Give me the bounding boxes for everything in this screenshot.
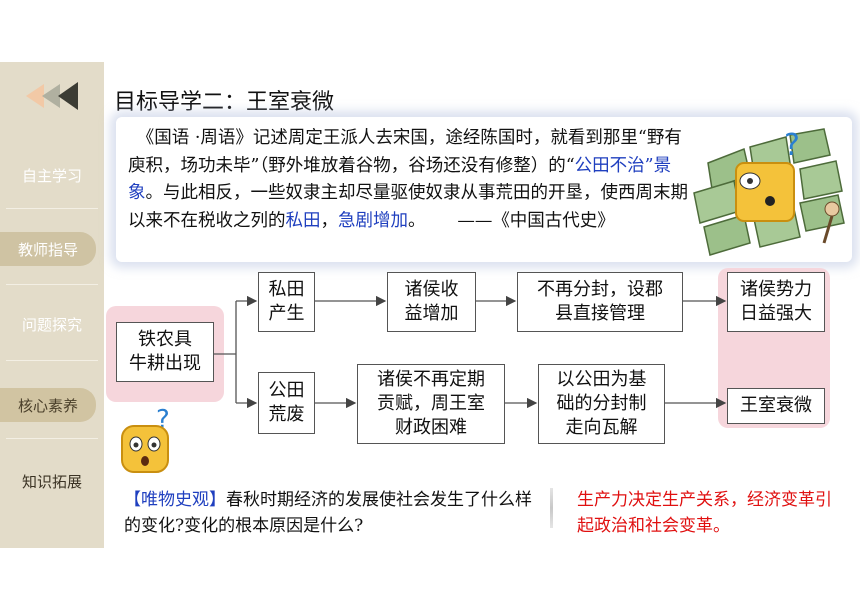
node-enfeoffment: 以公田为基 础的分封制 走向瓦解 bbox=[538, 364, 665, 444]
page-title: 目标导学二：王室衰微 bbox=[114, 90, 335, 115]
node-lords-revenue: 诸侯收 益增加 bbox=[387, 272, 476, 332]
question-body: 春秋时期经济的发展使社会发生了什么样的变化?变化的根本原因是什么? bbox=[124, 490, 532, 536]
node-lords-stronger: 诸侯势力 日益强大 bbox=[727, 272, 825, 332]
rewind-icon[interactable] bbox=[22, 76, 84, 116]
quote-part: ， bbox=[320, 210, 339, 231]
node-royal-finance: 诸侯不再定期 贡赋，周王室 财政困难 bbox=[357, 364, 505, 444]
thinking-face-icon: ? bbox=[121, 405, 170, 473]
nav-divider bbox=[6, 284, 98, 285]
answer-text: 生产力决定生产关系，经济变革引起政治和社会变革。 bbox=[577, 490, 832, 536]
svg-text:?: ? bbox=[784, 128, 800, 163]
nav-item-inquiry[interactable]: 问题探究 bbox=[0, 307, 104, 341]
nav-label: 核心素养 bbox=[17, 396, 78, 415]
node-public-fields: 公田 荒废 bbox=[258, 372, 315, 434]
question-text: 【唯物史观】春秋时期经济的发展使社会发生了什么样的变化?变化的根本原因是什么? bbox=[124, 487, 544, 539]
quote-part: 《国语 ·周语》记述周定王派人去宋国，途经陈国时，就看到那里“野有庾积，场功未毕… bbox=[128, 128, 682, 176]
quote-highlight: 急剧增加 bbox=[338, 210, 408, 231]
nav-label: 自主学习 bbox=[21, 166, 82, 185]
node-prefecture: 不再分封，设郡 县直接管理 bbox=[517, 272, 683, 332]
nav-divider bbox=[6, 438, 98, 439]
nav-divider bbox=[6, 208, 98, 209]
nav-item-self-study[interactable]: 自主学习 bbox=[0, 158, 104, 192]
node-royal-decline: 王室衰微 bbox=[727, 388, 825, 424]
quote-part: 。 ——《中国古代史》 bbox=[408, 210, 615, 231]
quote-highlight: 公田不治”景象 bbox=[128, 155, 672, 204]
nav-item-extension[interactable]: 知识拓展 bbox=[0, 464, 104, 498]
nav-item-core-literacy[interactable]: 核心素养 bbox=[0, 388, 96, 422]
quote-text: 《国语 ·周语》记述周定王派人去宋国，途经陈国时，就看到那里“野有庾积，场功未毕… bbox=[128, 125, 688, 235]
divider bbox=[550, 488, 553, 528]
question-tag: 【唯物史观】 bbox=[124, 490, 226, 510]
nav-label: 问题探究 bbox=[21, 315, 82, 334]
sidebar: 自主学习 教师指导 问题探究 核心素养 知识拓展 bbox=[0, 62, 104, 548]
nav-divider bbox=[6, 360, 98, 361]
nav-label: 教师指导 bbox=[17, 240, 78, 259]
node-private-fields: 私田 产生 bbox=[258, 272, 315, 332]
quote-part: 。与此相反，一些奴隶主却尽量驱使奴隶从事荒田的开垦，使西周末期以来不在税收之列的 bbox=[128, 183, 688, 231]
nav-item-teacher-guide[interactable]: 教师指导 bbox=[0, 232, 96, 266]
nav-label: 知识拓展 bbox=[21, 472, 82, 491]
node-iron-tools: 铁农具 牛耕出现 bbox=[116, 322, 214, 382]
quote-box: 《国语 ·周语》记述周定王派人去宋国，途经陈国时，就看到那里“野有庾积，场功未毕… bbox=[116, 117, 852, 262]
field-illustration-icon: ? bbox=[693, 128, 845, 256]
quote-highlight: 私田 bbox=[285, 210, 321, 231]
